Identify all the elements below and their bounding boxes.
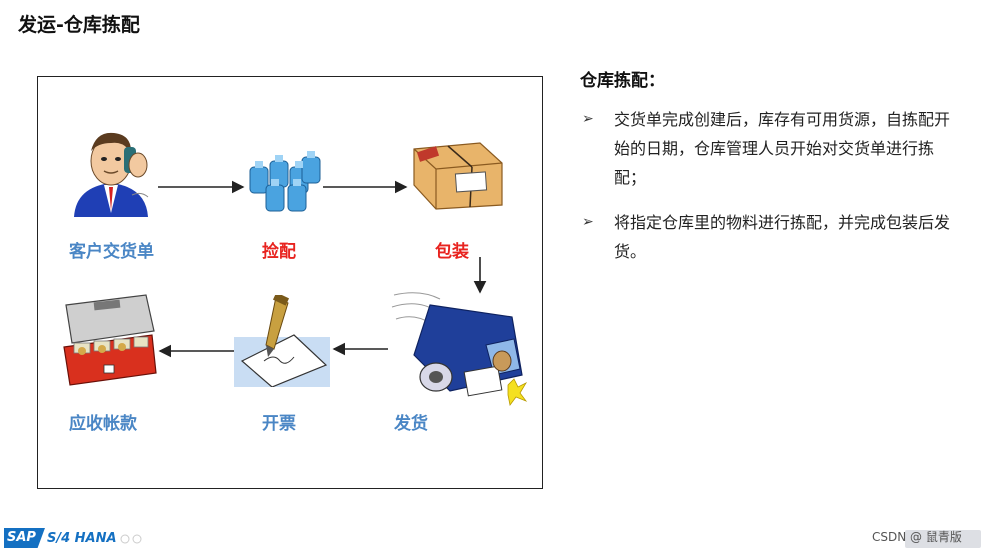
- description-panel: 仓库拣配： ➢ 交货单完成创建后，库存有可用货源，自拣配开始的日期，仓库管理人员…: [580, 66, 950, 282]
- step-label-receivables: 应收帐款: [69, 414, 137, 434]
- product-name: S/4 HANA: [46, 530, 117, 546]
- bullet-item: ➢ 交货单完成创建后，库存有可用货源，自拣配开始的日期，仓库管理人员开始对交货单…: [580, 105, 950, 192]
- invoice-pen-icon: [234, 295, 330, 387]
- bullet-arrow-icon: ➢: [582, 111, 594, 127]
- panel-heading: 仓库拣配：: [580, 71, 665, 91]
- package-icon: [413, 142, 503, 210]
- cash-box-icon: [63, 294, 157, 386]
- step-label-invoicing: 开票: [262, 414, 296, 434]
- customer-phone-icon: [74, 132, 149, 217]
- step-label-picking: 捡配: [262, 242, 296, 262]
- flow-arrows: [158, 180, 487, 358]
- slide-nav-dots-icon[interactable]: [120, 532, 150, 546]
- watermark-text: CSDN @ 鼠青版: [872, 530, 962, 544]
- bottles-icon: [249, 151, 321, 212]
- sap-logo: SAP S/4 HANA: [4, 528, 117, 548]
- bullet-text: 交货单完成创建后，库存有可用货源，自拣配开始的日期，仓库管理人员开始对交货单进行…: [614, 110, 951, 187]
- sap-logo-mark: SAP: [4, 528, 45, 548]
- bullet-arrow-icon: ➢: [582, 214, 594, 230]
- slide-title: 发运-仓库拣配: [18, 14, 140, 36]
- step-label-packing: 包装: [435, 242, 469, 262]
- corner-brand-logo: [905, 530, 981, 548]
- step-label-customer-order: 客户交货单: [69, 242, 154, 262]
- process-diagram: 客户交货单 捡配 包装: [37, 76, 543, 489]
- bullet-text: 将指定仓库里的物料进行拣配，并完成包装后发货。: [614, 213, 951, 261]
- bullet-item: ➢ 将指定仓库里的物料进行拣配，并完成包装后发货。: [580, 208, 950, 266]
- step-label-shipping: 发货: [394, 414, 428, 434]
- delivery-van-icon: [391, 292, 528, 406]
